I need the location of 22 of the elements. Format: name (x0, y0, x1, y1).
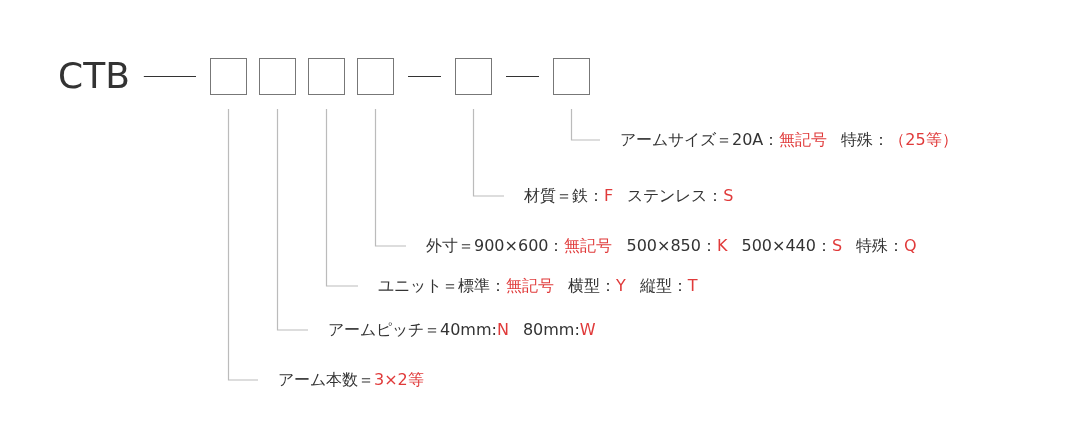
leader-line (472, 108, 505, 197)
option-description: 材質＝鉄：F ステンレス：S (524, 185, 734, 207)
leader-line (570, 108, 601, 141)
separator-dash (505, 75, 540, 78)
option-description: アームピッチ＝40mm:N 80mm:W (328, 319, 596, 341)
separator-dash (407, 75, 442, 78)
blank-code-box (553, 58, 590, 95)
blank-code-box (210, 58, 247, 95)
option-description: アーム本数＝3×2等 (278, 369, 424, 391)
leader-line (227, 108, 259, 381)
model-code-prefix: CTB (58, 56, 130, 96)
leader-line (325, 108, 359, 287)
blank-code-box (357, 58, 394, 95)
option-description: 外寸＝900×600：無記号 500×850：K 500×440：S 特殊：Q (426, 235, 917, 257)
blank-code-box (308, 58, 345, 95)
leader-line (276, 108, 309, 331)
option-description: ユニット＝標準：無記号 横型：Y 縦型：T (378, 275, 698, 297)
blank-code-box (455, 58, 492, 95)
option-description: アームサイズ＝20A：無記号 特殊：（25等） (620, 129, 958, 151)
separator-dash (143, 75, 197, 78)
blank-code-box (259, 58, 296, 95)
leader-line (374, 108, 407, 247)
